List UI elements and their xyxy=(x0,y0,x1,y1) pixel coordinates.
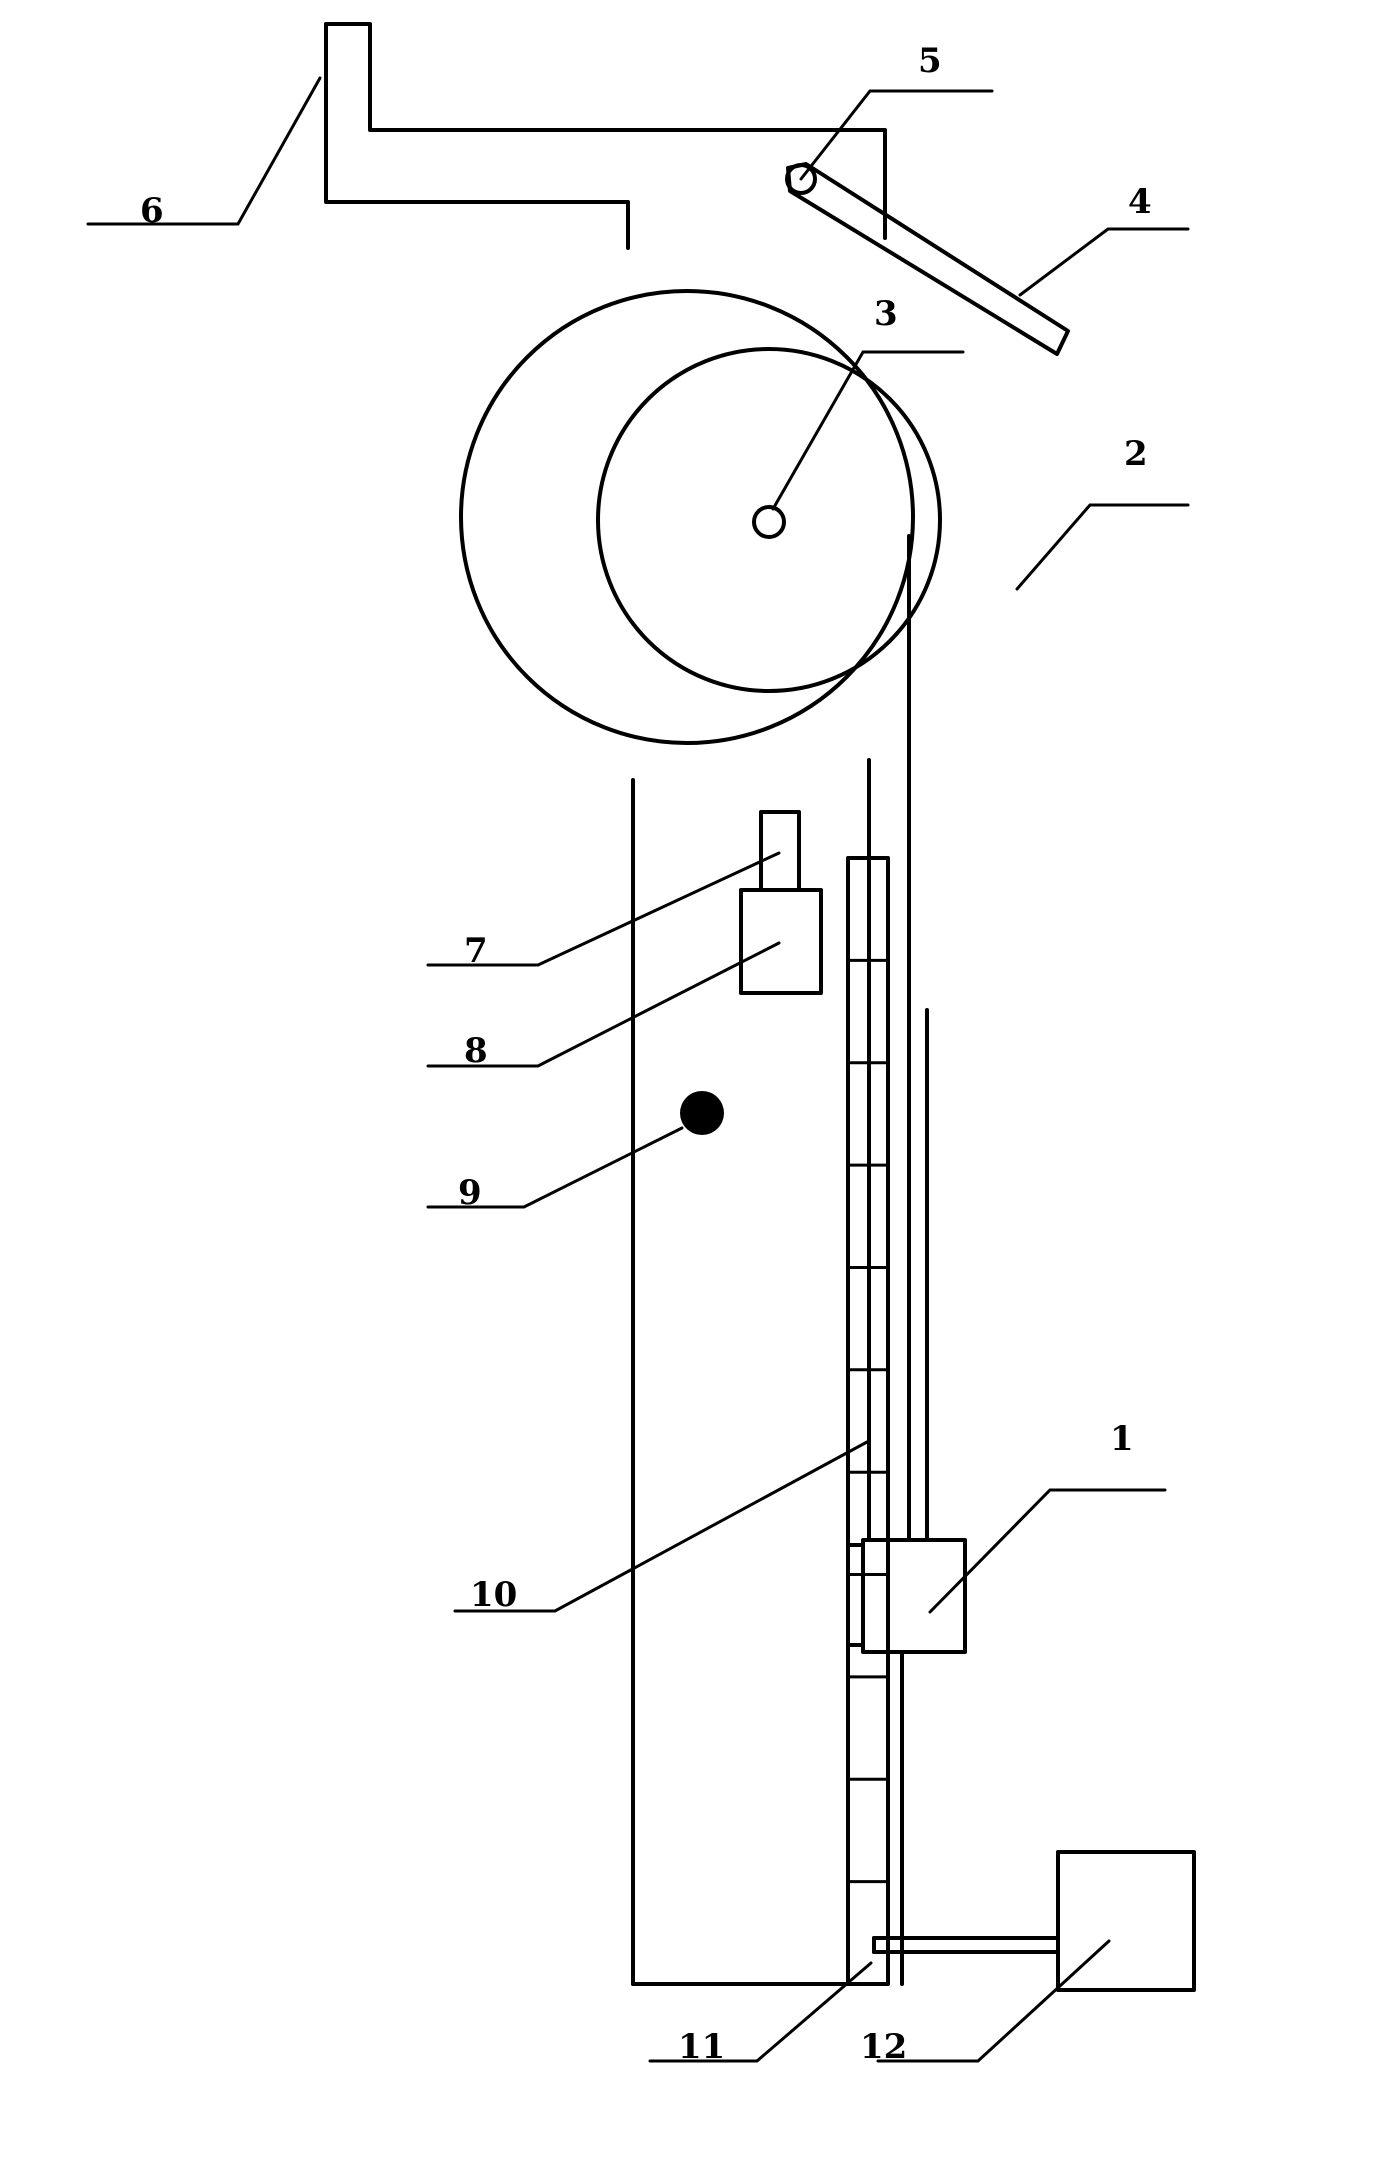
inner-drum xyxy=(596,347,942,693)
ruler-body xyxy=(846,856,890,1986)
label-8: 8 xyxy=(464,1031,488,1071)
black-dot xyxy=(680,1091,724,1135)
label-6: 6 xyxy=(140,191,164,231)
large-wheel xyxy=(459,289,915,745)
lever-pivot xyxy=(785,163,817,195)
leader-10 xyxy=(453,1440,869,1613)
leader-3 xyxy=(771,350,965,511)
label-5: 5 xyxy=(918,41,942,81)
label-2: 2 xyxy=(1124,434,1148,474)
label-11: 11 xyxy=(678,2027,725,2067)
label-10: 10 xyxy=(470,1575,517,1615)
lever-assembly xyxy=(785,162,1070,356)
connector-stem xyxy=(759,810,801,892)
leader-6 xyxy=(86,76,322,226)
leader-2 xyxy=(1015,503,1190,591)
leader-11 xyxy=(648,1961,873,2063)
axle xyxy=(752,505,786,539)
lever-arm xyxy=(786,162,1070,356)
connector-assembly xyxy=(739,810,823,995)
leader-8 xyxy=(426,941,781,1068)
bottom-rod xyxy=(872,1936,1060,1954)
leader-5 xyxy=(799,89,994,181)
upper-bracket-outline xyxy=(324,22,887,240)
top-frame xyxy=(324,22,887,250)
label-4: 4 xyxy=(1128,182,1152,222)
label-3: 3 xyxy=(874,294,898,334)
weight-block xyxy=(861,1538,967,1654)
leader-7 xyxy=(426,851,781,967)
label-7: 7 xyxy=(464,931,488,971)
label-1: 1 xyxy=(1110,1419,1134,1459)
ruler-ticks xyxy=(846,958,890,1884)
upper-bracket-inner xyxy=(324,22,630,250)
leader-4 xyxy=(1018,227,1190,297)
labels: 1 2 3 4 5 6 7 8 9 10 11 12 xyxy=(140,41,1152,2067)
external-box xyxy=(1056,1850,1196,1992)
leader-9 xyxy=(426,1126,684,1209)
label-12: 12 xyxy=(860,2027,907,2067)
main-column xyxy=(631,758,904,1986)
small-block xyxy=(739,888,823,995)
measuring-ruler xyxy=(846,856,890,1986)
label-9: 9 xyxy=(458,1173,482,1213)
hanging-cord xyxy=(907,534,929,1542)
leader-lines xyxy=(86,76,1190,2063)
leader-1 xyxy=(928,1488,1167,1614)
leader-12 xyxy=(876,1939,1111,2063)
